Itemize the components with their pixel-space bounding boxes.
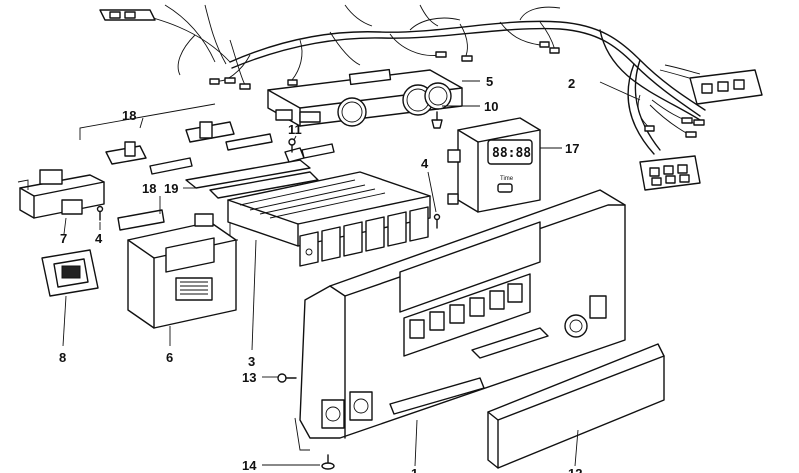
screw-4-left (96, 205, 104, 221)
dial-switch-unit (267, 68, 463, 127)
dashboard-trim-panel (294, 189, 626, 451)
clock-label: Time (500, 176, 514, 182)
callout-4-left: 4 (95, 231, 103, 246)
callout-3: 3 (248, 354, 255, 369)
callout-17: 17 (565, 141, 579, 156)
screw-13 (277, 373, 297, 383)
storage-lid (487, 343, 665, 469)
clock-display: 88:88 (492, 146, 531, 161)
digital-clock: 88:88 Time (447, 117, 541, 213)
callout-11: 11 (288, 122, 302, 137)
screw-4-right (433, 213, 441, 229)
callout-19: 19 (164, 181, 178, 196)
callout-7: 7 (60, 231, 67, 246)
callout-13: 13 (242, 370, 256, 385)
screw-10 (431, 111, 443, 129)
screw-11 (288, 138, 296, 153)
mounting-strips (105, 121, 335, 231)
callout-4-right: 4 (421, 156, 429, 171)
wiring-harness (99, 4, 763, 191)
screw-14 (321, 454, 335, 470)
callout-12: 12 (568, 466, 582, 473)
callout-5: 5 (486, 74, 493, 89)
callout-1: 1 (411, 466, 418, 473)
callout-18-mid: 18 (142, 181, 156, 196)
callout-8: 8 (59, 350, 66, 365)
switch-8 (41, 249, 99, 297)
leader-lines (62, 80, 641, 467)
callout-10: 10 (484, 99, 498, 114)
callout-6: 6 (166, 350, 173, 365)
control-unit-6 (127, 213, 237, 329)
callout-2: 2 (568, 76, 575, 91)
callout-14: 14 (242, 458, 257, 473)
callout-18-top: 18 (122, 108, 136, 123)
bracket-assembly (17, 169, 105, 219)
